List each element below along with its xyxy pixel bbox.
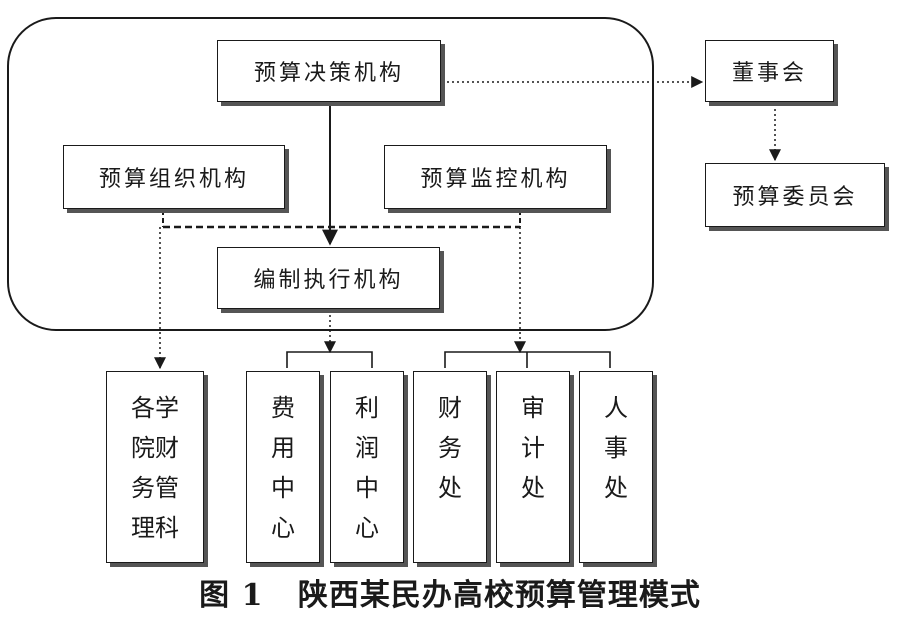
unit-line: 各学 bbox=[131, 394, 179, 422]
execute-org-box: 编制执行机构 bbox=[217, 247, 440, 309]
bracket-offices bbox=[444, 351, 611, 368]
unit-line: 人 bbox=[604, 394, 628, 422]
unit-line: 务管 bbox=[131, 474, 179, 502]
unit-line: 润 bbox=[355, 434, 379, 462]
unit-line: 务 bbox=[438, 434, 462, 462]
unit-line: 用 bbox=[271, 434, 295, 462]
bracket-centers bbox=[286, 351, 373, 368]
unit-line: 中 bbox=[271, 474, 295, 502]
committee-box: 预算委员会 bbox=[705, 163, 885, 227]
organize-org-box: 预算组织机构 bbox=[63, 145, 285, 209]
unit-line: 审 bbox=[521, 394, 545, 422]
unit-finance-office: 财 务 处 bbox=[413, 371, 487, 563]
unit-line: 处 bbox=[438, 474, 462, 502]
unit-line: 处 bbox=[521, 474, 545, 502]
unit-line: 处 bbox=[604, 474, 628, 502]
board-box: 董事会 bbox=[705, 40, 834, 102]
unit-line: 理科 bbox=[131, 514, 179, 542]
unit-line: 中 bbox=[355, 474, 379, 502]
unit-line: 财 bbox=[438, 394, 462, 422]
unit-college-finance: 各学 院财 务管 理科 bbox=[106, 371, 204, 563]
decision-org-box: 预算决策机构 bbox=[217, 40, 441, 102]
unit-hr-office: 人 事 处 bbox=[579, 371, 653, 563]
unit-line: 利 bbox=[355, 394, 379, 422]
unit-line: 院财 bbox=[131, 434, 179, 462]
unit-audit-office: 审 计 处 bbox=[496, 371, 570, 563]
unit-line: 心 bbox=[355, 514, 379, 542]
unit-line: 费 bbox=[271, 394, 295, 422]
unit-line: 心 bbox=[271, 514, 295, 542]
unit-cost-center: 费 用 中 心 bbox=[246, 371, 320, 563]
unit-line: 计 bbox=[521, 434, 545, 462]
unit-profit-center: 利 润 中 心 bbox=[330, 371, 404, 563]
monitor-org-box: 预算监控机构 bbox=[384, 145, 607, 209]
diagram-connectors bbox=[7, 17, 781, 370]
figure-caption: 图 1 陕西某民办高校预算管理模式 bbox=[199, 578, 701, 613]
unit-line: 事 bbox=[604, 434, 628, 462]
